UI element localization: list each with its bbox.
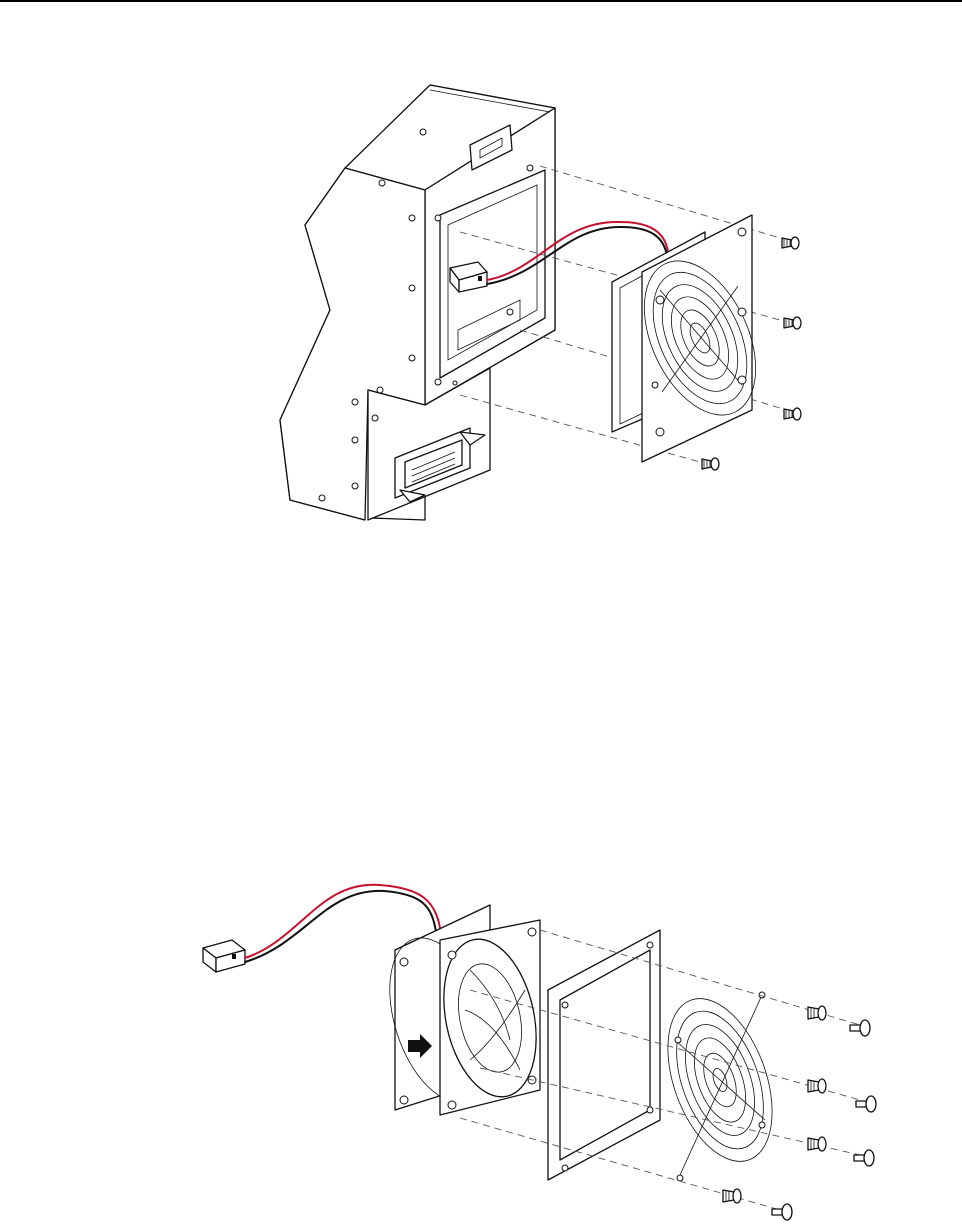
housing-connector <box>450 262 487 292</box>
screw-icon <box>850 1020 870 1036</box>
screw-icon <box>784 317 801 329</box>
screw-icon <box>702 458 719 470</box>
screws-bottom <box>723 1006 876 1220</box>
screw-icon <box>808 1006 826 1020</box>
screw-icon <box>784 408 801 420</box>
screw-icon <box>808 1137 826 1151</box>
screw-icon <box>856 1096 876 1112</box>
top-view <box>280 85 801 520</box>
screw-icon <box>772 1204 792 1220</box>
screw-icon <box>854 1150 874 1166</box>
fan-with-guard-top <box>612 215 778 462</box>
gasket-plate <box>548 930 660 1180</box>
screw-icon <box>808 1079 826 1093</box>
housing-body <box>280 85 555 520</box>
mounting-plate-top <box>642 215 752 462</box>
screw-icon <box>782 237 799 249</box>
bottom-view <box>203 885 876 1220</box>
connector-icon <box>203 940 245 972</box>
fan-body-bottom <box>371 905 550 1115</box>
fan-guard-bottom <box>648 984 793 1181</box>
screw-icon <box>723 1189 741 1203</box>
